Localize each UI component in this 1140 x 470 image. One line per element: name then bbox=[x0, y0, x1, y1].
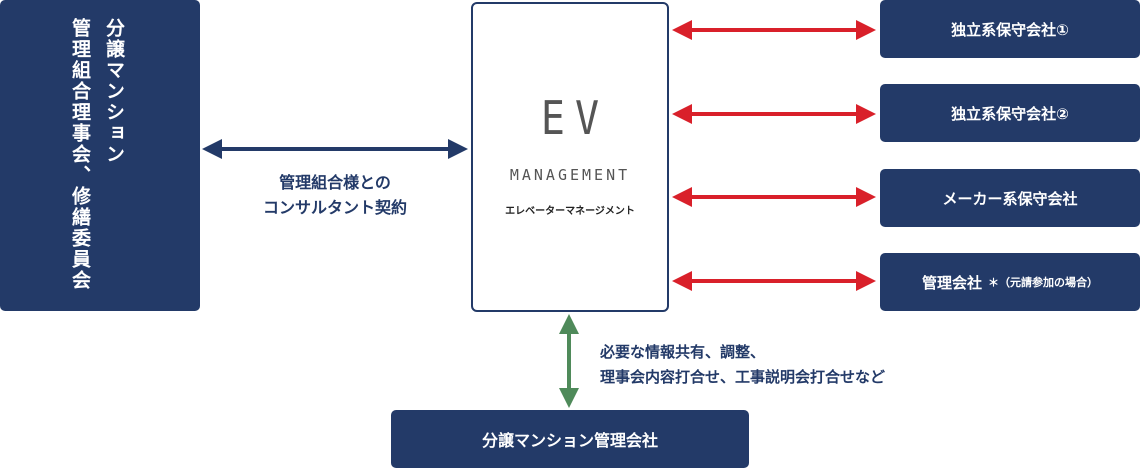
management-company-box: 管理会社 ＊（元請参加の場合） bbox=[880, 253, 1140, 311]
info-label-line-2: 理事会内容打合せ、工事説明会打合せなど bbox=[600, 368, 886, 386]
contract-label-line-2: コンサルタント契約 bbox=[262, 198, 407, 217]
info-sharing-label: 必要な情報共有、調整、 理事会内容打合せ、工事説明会打合せなど bbox=[600, 340, 885, 390]
maintenance-company-2-box: 独立系保守会社② bbox=[880, 84, 1140, 142]
right-box-note: ＊（元請参加の場合） bbox=[988, 276, 1098, 289]
red-double-arrow-1 bbox=[672, 20, 876, 40]
red-double-arrow-4 bbox=[672, 271, 876, 291]
red-double-arrow-3 bbox=[672, 187, 876, 207]
ev-management-box: EV MANAGEMENT エレベーターマネージメント bbox=[471, 2, 669, 312]
right-box-label: 管理会社 bbox=[921, 273, 982, 292]
contract-double-arrow bbox=[202, 139, 468, 159]
contract-label-line-1: 管理組合様との bbox=[279, 173, 391, 192]
logo-ev-text: EV bbox=[540, 92, 610, 146]
left-box-line-2: 管理組合理事会、修繕委員会 bbox=[69, 18, 91, 291]
management-association-box: 分譲マンション 管理組合理事会、修繕委員会 bbox=[0, 0, 200, 311]
right-box-label: 独立系保守会社② bbox=[951, 104, 1069, 123]
left-box-line-1: 分譲マンション bbox=[103, 18, 125, 165]
info-sharing-double-arrow bbox=[559, 314, 579, 408]
red-double-arrow-2 bbox=[672, 104, 876, 124]
info-label-line-1: 必要な情報共有、調整、 bbox=[600, 343, 766, 361]
contract-label: 管理組合様との コンサルタント契約 bbox=[230, 170, 440, 220]
right-box-label: メーカー系保守会社 bbox=[942, 189, 1078, 208]
bottom-box-label: 分譲マンション管理会社 bbox=[481, 431, 658, 450]
logo-kana-text: エレベーターマネージメント bbox=[505, 206, 635, 217]
logo-management-text: MANAGEMENT bbox=[509, 166, 631, 184]
right-box-label: 独立系保守会社① bbox=[951, 20, 1069, 39]
maker-maintenance-company-box: メーカー系保守会社 bbox=[880, 169, 1140, 227]
condo-management-company-box: 分譲マンション管理会社 bbox=[391, 410, 749, 468]
maintenance-company-1-box: 独立系保守会社① bbox=[880, 0, 1140, 58]
